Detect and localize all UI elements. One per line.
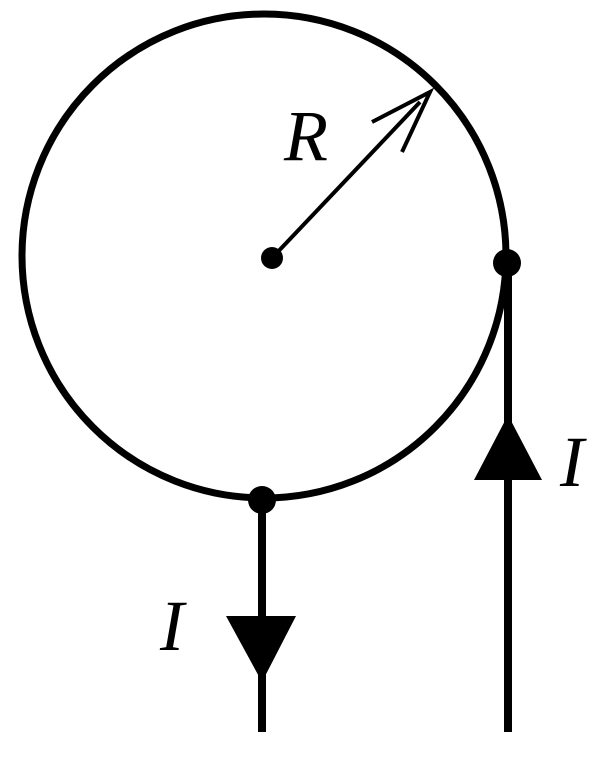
radius-arrow-shaft	[270, 100, 422, 260]
radius-arrowhead-icon	[371, 87, 435, 153]
radius-label: R	[283, 96, 328, 176]
down-arrow-icon	[226, 616, 296, 682]
up-arrow-icon	[474, 415, 542, 480]
current-label-left: I	[159, 586, 187, 666]
current-label-right: I	[559, 422, 587, 502]
